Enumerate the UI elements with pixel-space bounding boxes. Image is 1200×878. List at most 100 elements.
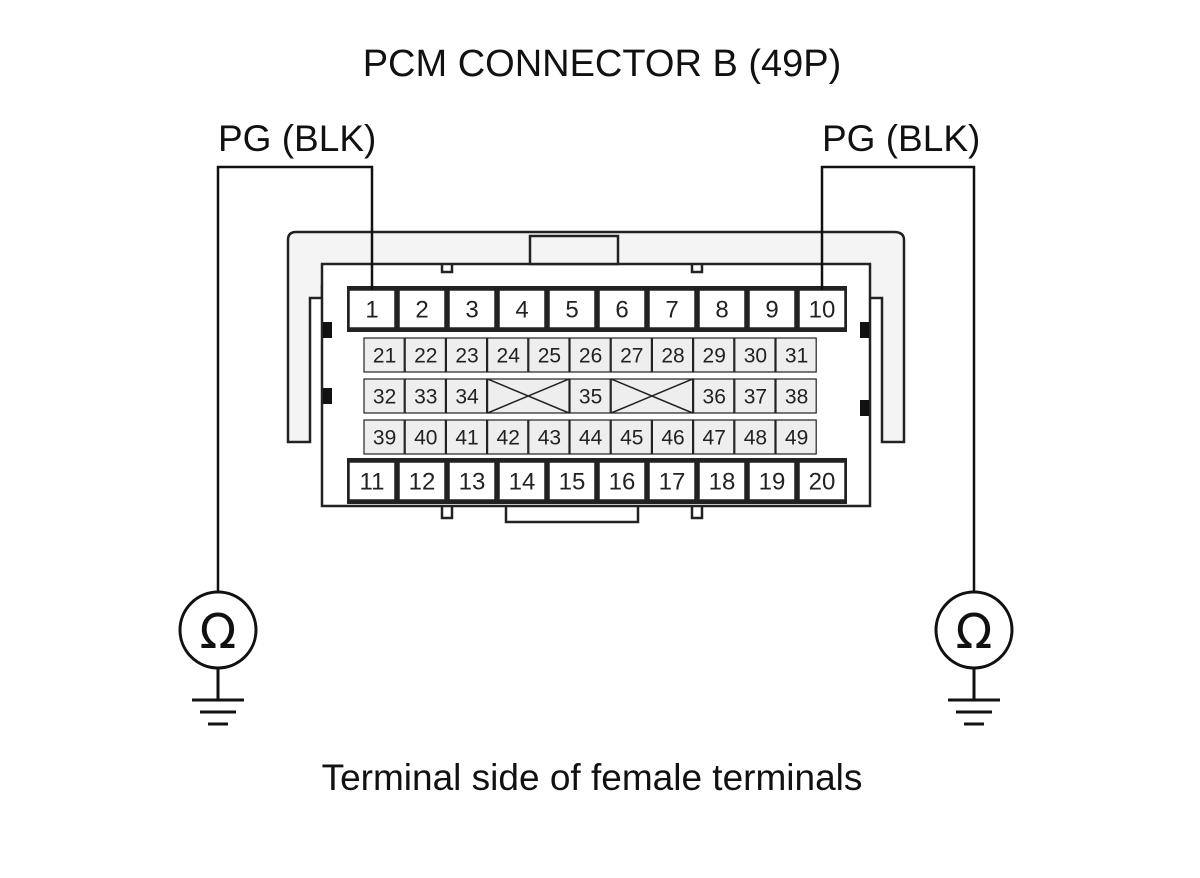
terminal-number: 17 [659,469,686,496]
terminal-number: 13 [459,469,486,496]
terminal-cell [548,461,596,501]
terminal-cell [610,419,653,455]
blank-terminal-mark [610,378,693,414]
blank-terminal-mark [487,378,570,414]
terminal-number: 25 [538,345,561,368]
terminal-cell [651,419,694,455]
terminal-number: 43 [538,427,561,450]
terminal-cell [398,289,446,329]
terminal-number: 42 [497,427,520,450]
ohmmeter-right: Ω [934,590,1014,670]
terminal-number: 30 [744,345,767,368]
terminal-cell [610,337,653,373]
terminal-cell [798,461,846,501]
terminal-cell [775,378,817,414]
terminal-number: 12 [409,469,436,496]
terminal-cell [569,378,611,414]
terminal-number: 2 [415,297,428,324]
terminal-number: 40 [414,427,437,450]
terminal-cell [698,289,746,329]
terminal-number: 45 [620,427,643,450]
terminal-cell [445,378,488,414]
terminal-cell [692,337,735,373]
probe-left-label: PG (BLK) [218,118,376,159]
terminal-number: 34 [455,386,479,409]
diagram-caption: Terminal side of female terminals [322,757,863,798]
terminal-cell [734,337,776,373]
ohmmeter-left: Ω [178,590,258,670]
ohm-icon: Ω [956,604,993,660]
terminal-cell [798,289,846,329]
terminal-number: 29 [703,345,726,368]
terminal-cell [448,289,496,329]
terminal-number: 10 [809,297,836,324]
diagram-title: PCM CONNECTOR B (49P) [363,43,842,85]
terminal-cell [648,461,696,501]
terminal-cell [734,378,776,414]
terminal-number: 18 [709,469,736,496]
terminal-number: 26 [579,345,602,368]
terminal-cell [448,461,496,501]
ohm-icon: Ω [200,604,237,660]
probe-right-label: PG (BLK) [822,118,980,159]
terminal-number: 21 [373,345,396,368]
terminal-cell [598,289,646,329]
terminal-cell [404,337,447,373]
terminal-number: 41 [455,427,478,450]
terminal-cell [363,419,405,455]
terminal-cell [487,337,529,373]
terminal-number: 27 [620,345,643,368]
terminal-number: 19 [759,469,786,496]
terminal-number: 20 [809,469,836,496]
probe-wires [216,165,976,592]
terminal-number: 15 [559,469,586,496]
terminal-cell [487,419,529,455]
terminal-number: 48 [744,427,767,450]
terminal-cell [404,378,447,414]
terminal-number: 1 [365,297,378,324]
terminal-number: 36 [703,386,726,409]
terminal-number: 22 [414,345,437,368]
terminal-cell [598,461,646,501]
terminal-cell [548,289,596,329]
terminal-cell [445,419,488,455]
terminal-number: 31 [785,345,808,368]
ground-icon-right [948,668,1000,726]
terminal-number: 35 [579,386,602,409]
terminal-cell [734,419,776,455]
terminal-cell [651,337,694,373]
terminal-number: 37 [744,386,767,409]
terminal-cell [698,461,746,501]
probe-wire-right [820,165,976,592]
terminal-number: 8 [715,297,728,324]
terminal-cell [648,289,696,329]
terminal-number: 28 [661,345,684,368]
terminal-cell [692,419,735,455]
terminal-number: 4 [515,297,528,324]
terminal-cell [528,419,570,455]
probe-wire-left [216,165,374,592]
terminal-cell [398,461,446,501]
terminal-cell [348,461,396,501]
terminal-cell [692,378,735,414]
terminal-number: 7 [665,297,678,324]
terminal-number: 9 [765,297,778,324]
terminal-cell [569,337,611,373]
terminal-cell [775,337,817,373]
terminal-number: 14 [509,469,536,496]
terminal-cell [748,289,796,329]
terminal-cell [363,337,405,373]
terminal-cell [363,378,405,414]
terminal-number: 11 [360,469,385,496]
terminal-number: 32 [373,386,396,409]
terminal-cell [348,289,396,329]
terminal-cell [569,419,611,455]
terminal-number: 49 [785,427,808,450]
terminal-cell [404,419,447,455]
terminal-cell [498,289,546,329]
terminal-cell [748,461,796,501]
terminal-number: 47 [703,427,726,450]
terminal-number: 39 [373,427,396,450]
